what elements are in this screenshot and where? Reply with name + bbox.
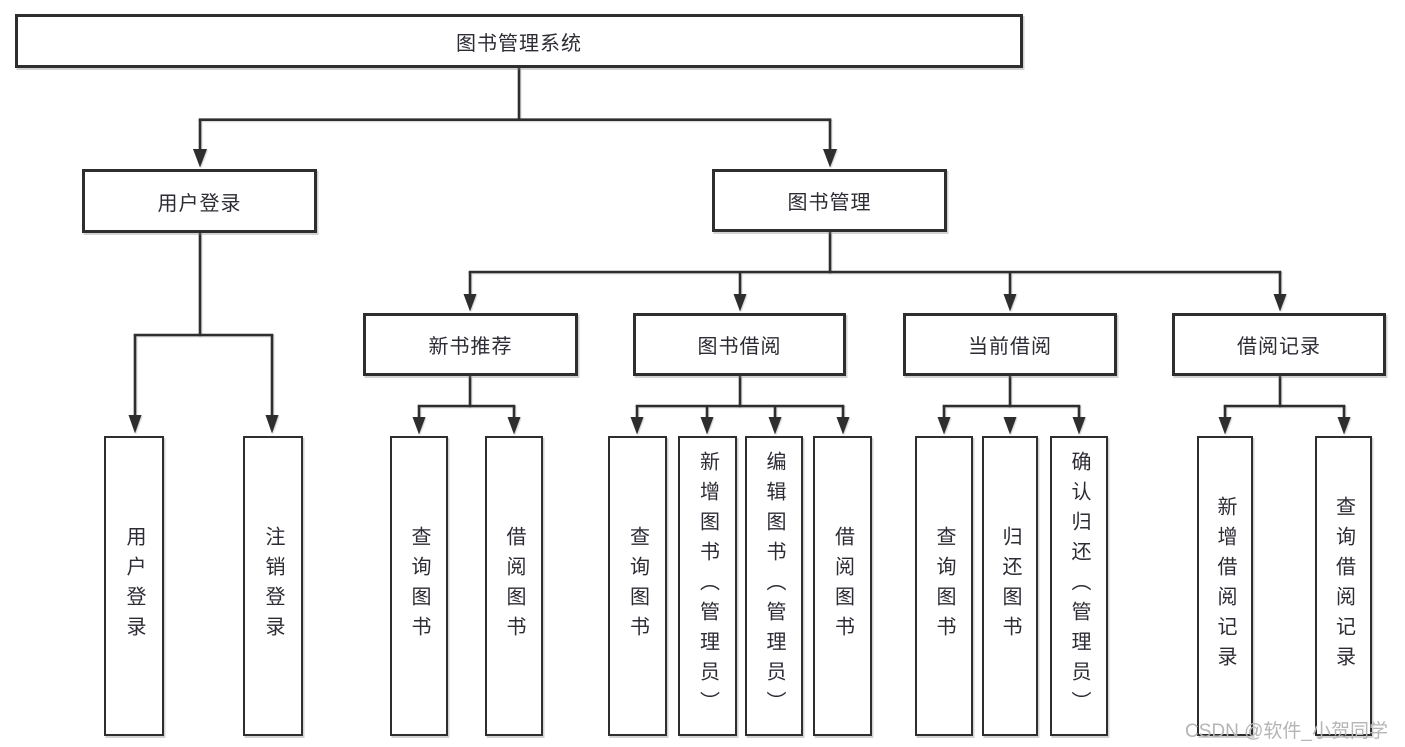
- leaf-query-books-current: 查询图书: [915, 436, 973, 736]
- arrowhead-icons: [128, 149, 1351, 435]
- leaf-add-books-admin: 新增图书（管理员）: [678, 436, 737, 736]
- leaf-return-books: 归还图书: [982, 436, 1038, 736]
- node-label: 当前借阅: [968, 336, 1052, 358]
- leaf-add-borrow-record: 新增借阅记录: [1197, 436, 1253, 736]
- leaf-borrow-books-recommend: 借阅图书: [485, 436, 543, 736]
- node-user-login: 用户登录: [82, 169, 317, 233]
- leaf-label: 编辑图书（管理员）: [763, 451, 785, 721]
- leaf-query-borrow-record: 查询借阅记录: [1315, 436, 1372, 736]
- leaf-user-login: 用户登录: [104, 436, 164, 736]
- node-borrowing-records: 借阅记录: [1172, 313, 1386, 376]
- leaf-label: 借阅图书: [831, 526, 854, 646]
- node-book-borrowing: 图书借阅: [633, 313, 846, 376]
- node-label: 图书管理系统: [456, 32, 582, 55]
- leaf-borrow-books: 借阅图书: [813, 436, 872, 736]
- leaf-query-books-recommend: 查询图书: [390, 436, 448, 736]
- node-label: 新书推荐: [428, 336, 513, 358]
- node-current-borrowing: 当前借阅: [903, 313, 1117, 376]
- leaf-label: 新增图书（管理员）: [696, 451, 719, 721]
- node-label: 借阅记录: [1237, 336, 1321, 358]
- leaf-edit-books-admin: 编辑图书（管理员）: [745, 436, 803, 736]
- leaf-label: 借阅图书: [503, 526, 525, 646]
- node-label: 图书借阅: [697, 336, 782, 358]
- node-new-book-recommend: 新书推荐: [363, 313, 578, 376]
- leaf-label: 用户登录: [123, 526, 145, 646]
- leaf-confirm-return-admin: 确认归还（管理员）: [1050, 436, 1108, 736]
- node-label: 图书管理: [787, 192, 872, 214]
- node-book-management: 图书管理: [712, 169, 947, 232]
- leaf-label: 查询图书: [933, 526, 955, 646]
- node-label: 用户登录: [157, 192, 242, 215]
- leaf-label: 查询图书: [408, 526, 430, 646]
- leaf-label: 归还图书: [999, 526, 1021, 646]
- leaf-label: 查询借阅记录: [1332, 496, 1355, 676]
- csdn-watermark: CSDN @软件_小贺同学: [1185, 721, 1388, 742]
- leaf-label: 确认归还（管理员）: [1068, 451, 1090, 721]
- leaf-query-books-borrowing: 查询图书: [608, 436, 667, 736]
- connector-segments: [133, 68, 1346, 419]
- leaf-label: 新增借阅记录: [1214, 496, 1236, 676]
- leaf-label: 查询图书: [626, 526, 649, 646]
- node-library-management-system: 图书管理系统: [15, 14, 1023, 68]
- leaf-logout: 注销登录: [243, 436, 303, 736]
- leaf-label: 注销登录: [262, 526, 284, 646]
